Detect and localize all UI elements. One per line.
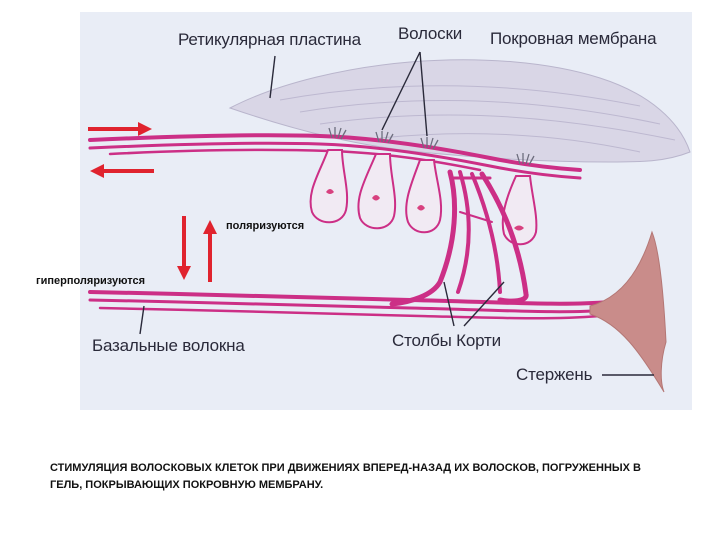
label-corti-pillars: Столбы Корти [392,331,501,351]
label-hyperpolarize: гиперполяризуются [36,275,145,287]
label-basal-fibers: Базальные волокна [92,336,245,356]
label-tectorial-membrane: Покровная мембрана [490,29,656,49]
caption: СТИМУЛЯЦИЯ ВОЛОСКОВЫХ КЛЕТОК ПРИ ДВИЖЕНИ… [50,460,670,494]
label-hairs: Волоски [398,24,462,44]
label-polarize: поляризуются [226,220,304,232]
label-rod: Стержень [516,365,592,385]
label-reticular-plate: Ретикулярная пластина [178,30,361,50]
